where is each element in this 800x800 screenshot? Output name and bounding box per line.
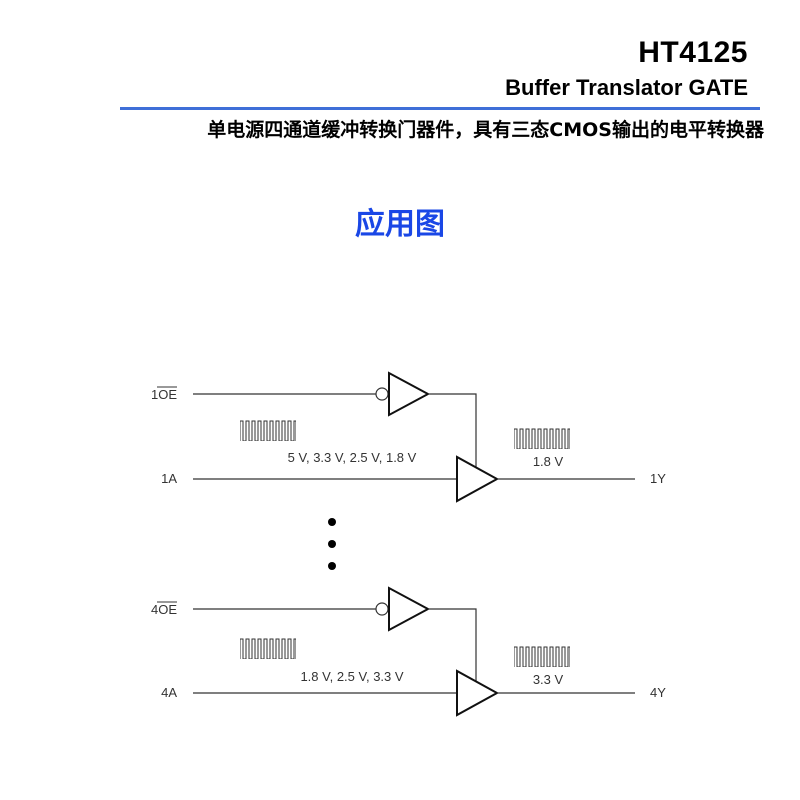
channel-4: 4OE 1.8 V, 2.5 V, 3.3 V 4A 4Y 3.3 V	[151, 586, 666, 717]
part-subtitle: Buffer Translator GATE	[505, 75, 748, 100]
buffer-gate-1	[456, 455, 500, 503]
output-pulse-train-4	[514, 646, 570, 667]
oe-label-4: 4OE	[151, 602, 177, 617]
input-pulse-train-1	[240, 420, 296, 441]
enable-wire-4	[428, 608, 477, 684]
output-label-4y: 4Y	[650, 685, 666, 700]
inverter-bubble-1	[375, 387, 389, 401]
section-title: 应用图	[355, 207, 445, 242]
enable-buffer-1	[388, 371, 431, 417]
part-number: HT4125	[638, 36, 748, 69]
output-label-1y: 1Y	[650, 471, 666, 486]
output-pulse-train-1	[514, 428, 570, 449]
input-voltages-4: 1.8 V, 2.5 V, 3.3 V	[300, 669, 403, 684]
output-voltage-4: 3.3 V	[533, 672, 564, 687]
part-description: 单电源四通道缓冲转换门器件，具有三态CMOS输出的电平转换器	[207, 119, 764, 141]
header-divider	[120, 107, 760, 110]
input-voltages-1: 5 V, 3.3 V, 2.5 V, 1.8 V	[288, 450, 417, 465]
buffer-gate-4	[456, 669, 500, 717]
channel-1: 1OE 5 V, 3.3 V, 2.5 V, 1.8 V 1A 1Y 1.8 V	[151, 371, 666, 503]
input-pulse-train-4	[240, 638, 296, 659]
oe-label-1: 1OE	[151, 387, 177, 402]
enable-buffer-4	[388, 586, 431, 632]
inverter-bubble-4	[375, 602, 389, 616]
input-label-4a: 4A	[161, 685, 177, 700]
input-label-1a: 1A	[161, 471, 177, 486]
output-voltage-1: 1.8 V	[533, 454, 564, 469]
enable-wire-1	[428, 393, 477, 470]
ellipsis-dots	[328, 518, 336, 570]
